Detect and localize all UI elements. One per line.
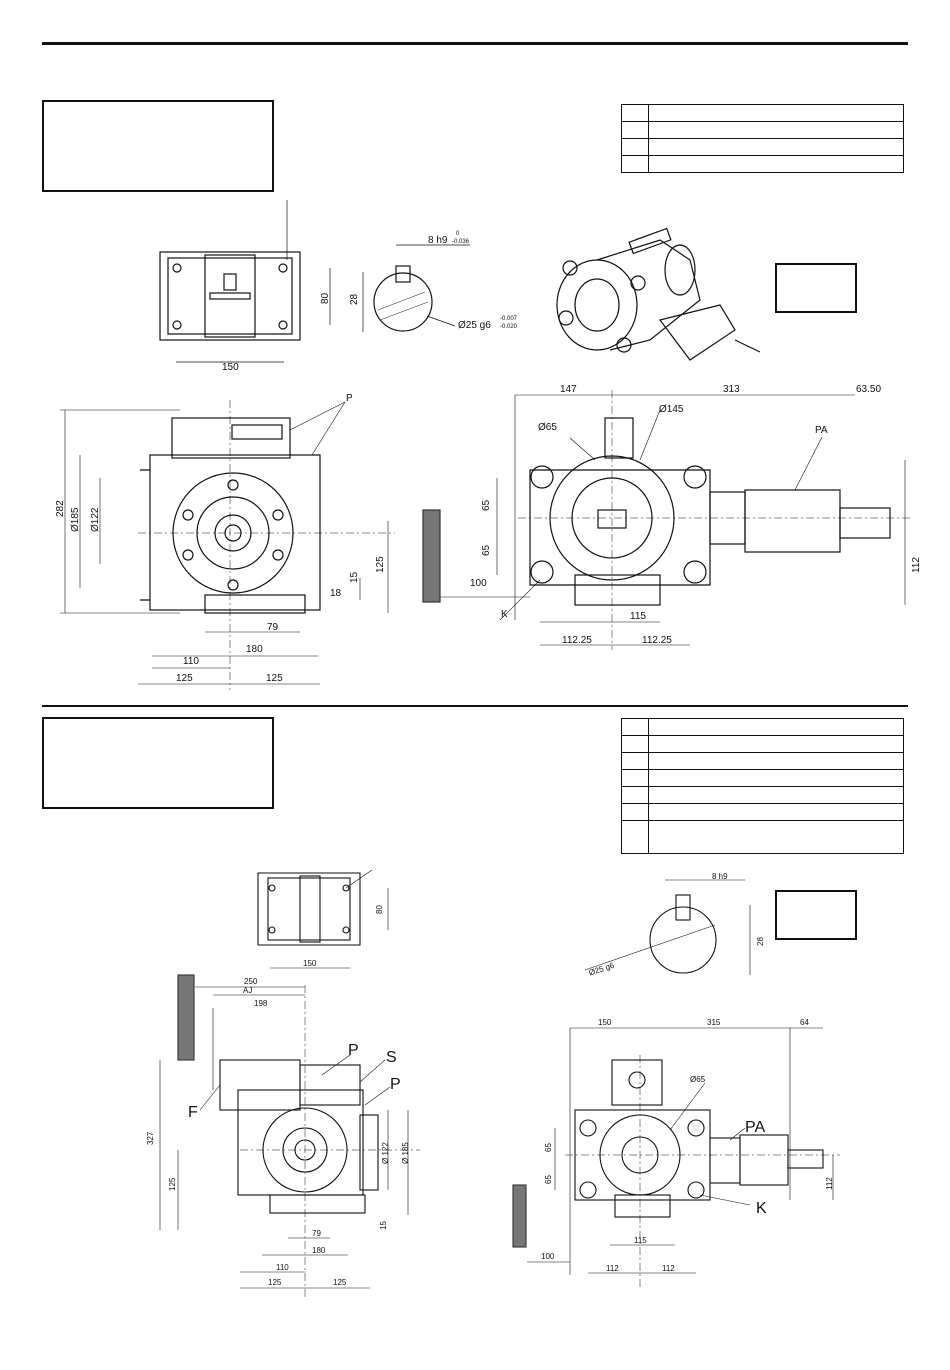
s2-label-s: S (386, 1049, 397, 1066)
s2-shaft-height: 28 (756, 937, 765, 946)
s1-top-width: 150 (222, 362, 239, 373)
s2-dim-112a: 112 (606, 1264, 619, 1273)
s2-dim-65a: 65 (544, 1143, 553, 1152)
s2-dim-180: 180 (312, 1246, 326, 1255)
s2-dim-100: 100 (541, 1252, 555, 1261)
section1-title-box (42, 100, 274, 192)
section1-spec-table (621, 104, 904, 173)
s1-side-view (440, 390, 910, 650)
s1-shaft-dia-tol-up: -0.007 (500, 316, 518, 322)
s2-dim-15: 15 (379, 1221, 388, 1230)
s2-dim-115: 115 (634, 1236, 647, 1245)
s2-dim-185: Ø 185 (401, 1142, 410, 1164)
s1-shaft-dia-tol-low: -0.020 (500, 324, 518, 330)
s1-shaft-key: 8 h9 (428, 235, 448, 246)
s1-dim-112: 112 (911, 557, 922, 573)
s2-dim-112v: 112 (825, 1177, 834, 1190)
s1-dim-11225a: 112.25 (562, 635, 592, 646)
s2-shaft-section (584, 879, 751, 975)
section2-drawings: 150 80 8 h9 28 Ø25 g6 250 AJ 198 P S P F… (146, 869, 840, 1300)
s2-dim-327: 327 (146, 1131, 155, 1145)
s1-dim-147: 147 (560, 384, 577, 395)
s2-label-aj: AJ (243, 986, 252, 995)
s1-dim-115: 115 (630, 611, 646, 622)
s2-wall-hatch-right (512, 1184, 527, 1248)
s2-dim-125v: 125 (168, 1177, 177, 1191)
s1-dim-79: 79 (267, 622, 279, 633)
s1-dim-313: 313 (723, 384, 740, 395)
s2-wall-hatch-left (177, 974, 195, 1061)
s2-dim-64: 64 (800, 1018, 809, 1027)
s2-dim-125a: 125 (268, 1278, 282, 1287)
s2-label-p1: P (348, 1042, 359, 1059)
s2-top-view (257, 869, 389, 969)
s1-dim-145: Ø145 (659, 404, 684, 415)
top-rule (42, 42, 908, 45)
s1-dim-65b: 65 (481, 544, 492, 556)
s1-dim-122: Ø122 (90, 507, 101, 532)
s2-dim-65dia: Ø65 (690, 1075, 706, 1084)
s2-dim-110: 110 (276, 1263, 289, 1272)
s2-side-view (512, 1027, 840, 1290)
section2-spec-table (621, 718, 904, 854)
s2-dim-198: 198 (254, 999, 268, 1008)
s2-label-pa: PA (745, 1119, 765, 1136)
s1-isometric-view (556, 227, 761, 361)
s1-front-view (60, 400, 395, 690)
s2-label-k: K (756, 1200, 767, 1217)
section2-stamp-box (775, 890, 857, 940)
s2-dim-315: 315 (707, 1018, 721, 1027)
s2-shaft-dia: Ø25 g6 (588, 961, 616, 978)
s2-dim-150: 150 (598, 1018, 612, 1027)
s2-front-view (159, 985, 420, 1300)
s1-dim-180: 180 (246, 644, 263, 655)
s1-dim-185: Ø185 (70, 507, 81, 532)
s1-dim-110: 110 (183, 656, 199, 667)
s1-shaft-key-tol-up: 0 (456, 231, 460, 237)
s2-dim-250: 250 (244, 977, 258, 986)
s1-dim-282: 282 (55, 500, 66, 517)
s1-dim-125a: 125 (176, 673, 193, 684)
s2-top-height: 80 (375, 905, 384, 914)
s1-shaft-key-tol-low: -0.036 (452, 239, 470, 245)
s1-shaft-height: 28 (349, 293, 360, 305)
s1-dim-100: 100 (470, 578, 487, 589)
s1-shaft-section (362, 244, 470, 332)
section2-title-box (42, 717, 274, 809)
s2-shaft-key: 8 h9 (712, 872, 728, 881)
s1-dim-15: 15 (349, 571, 360, 583)
section1-drawings: 150 80 8 h9 0 -0.036 28 Ø25 g6 -0.007 -0… (55, 200, 922, 690)
s1-dim-125b: 125 (266, 673, 283, 684)
s2-dim-122: Ø 122 (381, 1142, 390, 1164)
s1-dim-11225b: 112.25 (642, 635, 672, 646)
s1-dim-65dia: Ø65 (538, 422, 557, 433)
s2-top-width: 150 (303, 959, 317, 968)
s1-top-height: 80 (320, 292, 331, 304)
s1-wall-hatch (422, 509, 441, 603)
s1-dim-65a: 65 (481, 499, 492, 511)
middle-rule (42, 705, 908, 707)
s1-label-p: P (346, 393, 353, 404)
s1-dim-125v: 125 (375, 556, 386, 573)
s1-dim-18: 18 (330, 588, 342, 599)
s1-label-pa: PA (815, 425, 828, 436)
s2-dim-79: 79 (312, 1229, 321, 1238)
s1-shaft-dia: Ø25 g6 (458, 320, 491, 331)
s2-dim-125b: 125 (333, 1278, 347, 1287)
section1-stamp-box (775, 263, 857, 313)
s2-label-f: F (188, 1104, 198, 1121)
s1-dim-6350: 63.50 (856, 384, 881, 395)
s2-dim-112b: 112 (662, 1264, 675, 1273)
s2-label-p2: P (390, 1076, 401, 1093)
s1-label-k: K (501, 609, 508, 620)
s1-top-view (159, 200, 331, 363)
s2-dim-65b: 65 (544, 1175, 553, 1184)
